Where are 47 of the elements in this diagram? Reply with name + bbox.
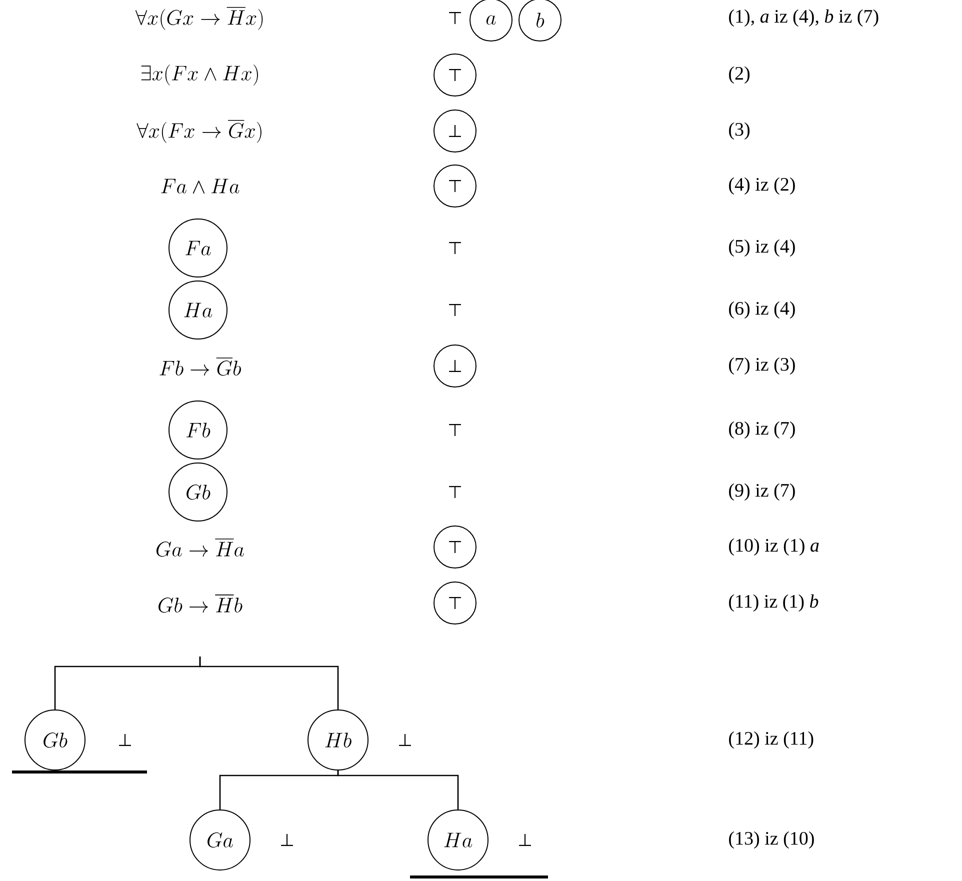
formula: $Ga \to \overline{H}a$ [156, 538, 244, 557]
truth-sign: ⊤ [449, 12, 461, 24]
falsity-sign: ⊥ [399, 734, 411, 746]
circled-formula: $Fa$ [168, 218, 228, 278]
truth-sign: ⊤ [449, 486, 461, 498]
branch-line [199, 656, 339, 710]
rule-reference: (4) iz (2) [729, 177, 795, 195]
rule-reference: (8) iz (7) [729, 421, 795, 439]
circled-sign: ⊥ [434, 110, 476, 152]
circled-sign: ⊤ [434, 526, 476, 568]
rule-reference: (10) iz (1) a [729, 538, 819, 556]
circled-formula: $b$ [518, 0, 562, 42]
formula: $Gb \to \overline{H}b$ [158, 594, 242, 613]
branch-line [337, 770, 459, 810]
formula: $\forall x(Gx \to \overline{H}x)$ [135, 7, 263, 30]
circled-sign: ⊤ [434, 582, 476, 624]
circled-formula: $Fb$ [168, 400, 228, 460]
rule-reference: (1), a iz (4), b iz (7) [729, 9, 878, 27]
rule-reference: (5) iz (4) [729, 239, 795, 257]
formula: $\forall x(Fx \to \overline{G}x)$ [136, 120, 262, 143]
circled-sign: ⊤ [434, 164, 476, 208]
circled-formula: $Hb$ [308, 710, 368, 770]
circled-formula: $Gb$ [168, 462, 228, 522]
truth-sign: ⊤ [449, 242, 461, 254]
circled-formula: $Ha$ [428, 810, 488, 870]
formula: $Fb \to \overline{G}b$ [160, 358, 241, 376]
rule-reference: (11) iz (1) b [729, 594, 818, 612]
circled-formula: $Gb$ [24, 710, 86, 770]
circled-formula: $Ga$ [190, 810, 250, 870]
rule-reference: (3) [729, 122, 750, 140]
circled-sign: ⊥ [434, 344, 476, 388]
falsity-sign: ⊥ [519, 834, 531, 846]
falsity-sign: ⊥ [119, 734, 131, 746]
circled-formula: $Ha$ [168, 280, 228, 340]
rule-reference: (7) iz (3) [729, 357, 795, 375]
rule-reference: (9) iz (7) [729, 483, 795, 501]
rule-reference: (6) iz (4) [729, 301, 795, 319]
truth-sign: ⊤ [449, 424, 461, 436]
rule-reference: (13) iz (10) [729, 831, 814, 849]
falsity-sign: ⊥ [281, 834, 293, 846]
formula: $Fa \wedge Ha$ [161, 178, 240, 194]
circled-formula: $a$ [470, 0, 512, 42]
rule-reference: (12) iz (11) [729, 731, 814, 749]
circled-sign: ⊤ [434, 54, 476, 96]
formula: $\exists x(Fx \wedge Hx)$ [141, 64, 258, 86]
rule-reference: (2) [729, 66, 750, 84]
truth-sign: ⊤ [449, 304, 461, 316]
